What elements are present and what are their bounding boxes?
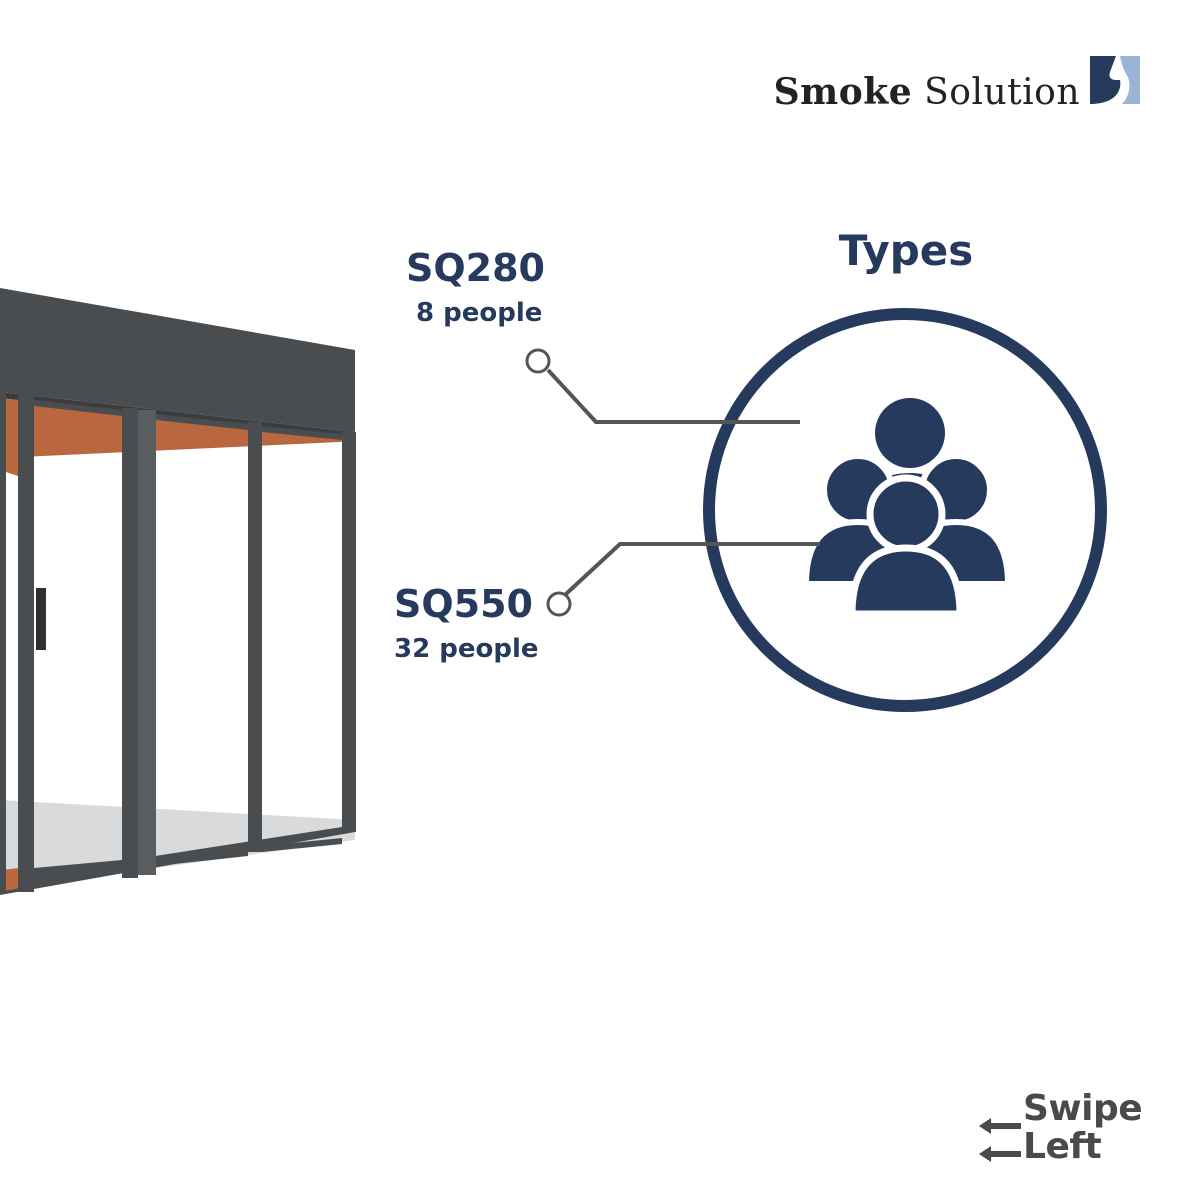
people-group-icon	[703, 308, 1107, 712]
swap-arrows-icon	[979, 1118, 1021, 1162]
swipe-hint-line2: Left	[1023, 1126, 1102, 1167]
model-name-sq280: SQ280	[406, 246, 545, 290]
swipe-hint: Swipe Left	[975, 1088, 1155, 1172]
brand-wordmark: Smoke Solution	[760, 62, 1080, 122]
brand-name-light: Solution	[924, 71, 1080, 113]
sq280-leader-line	[546, 368, 800, 424]
swipe-hint-line1: Swipe	[1023, 1088, 1143, 1129]
model-name-sq550: SQ550	[394, 582, 533, 626]
smoke-solution-logo-icon	[1088, 54, 1142, 106]
sq280-leader-dot	[525, 348, 551, 374]
section-title: Types	[838, 226, 974, 275]
callout-leader-lines	[525, 348, 820, 617]
sq550-leader-dot	[546, 591, 572, 617]
smoking-cabin-illustration	[0, 288, 356, 895]
model-capacity-sq280: 8 people	[416, 298, 543, 328]
model-capacity-sq550: 32 people	[394, 634, 539, 664]
sq550-leader-line	[564, 542, 820, 596]
brand-name-bold: Smoke	[773, 71, 913, 113]
